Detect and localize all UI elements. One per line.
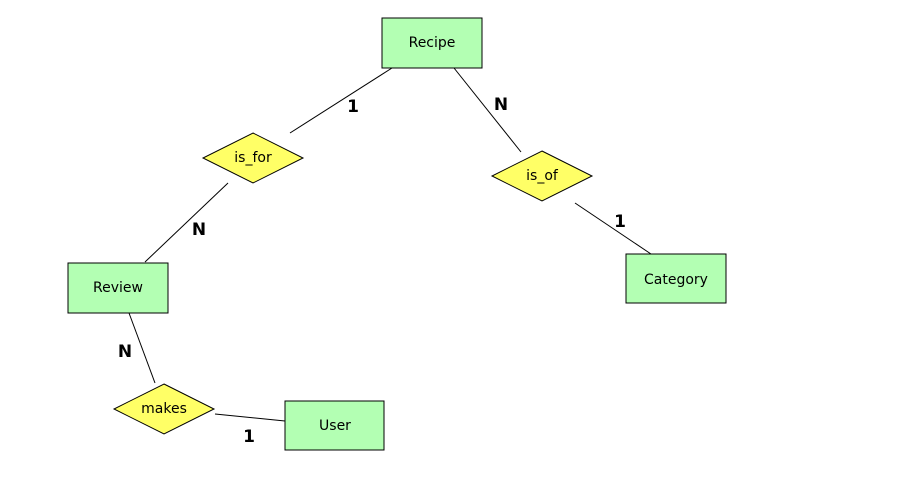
entity-review[interactable]: Review xyxy=(67,262,169,314)
entity-category-box xyxy=(625,253,727,304)
entity-user-box xyxy=(284,400,385,451)
entity-recipe-box xyxy=(381,17,483,69)
relationship-is-for-diamond xyxy=(201,132,305,184)
relationship-is-for[interactable]: is_for xyxy=(201,132,305,184)
entity-user[interactable]: User xyxy=(284,400,385,451)
entity-review-box xyxy=(67,262,169,314)
relationship-makes-diamond xyxy=(112,383,216,435)
cardinality-review-is-for: N xyxy=(192,220,206,240)
edge-is-of-category xyxy=(574,202,652,255)
cardinality-recipe-is-of: N xyxy=(494,95,508,115)
entity-recipe-label: Recipe xyxy=(409,35,456,51)
edge-makes-user xyxy=(214,413,286,422)
cardinality-user-makes: 1 xyxy=(243,427,255,447)
edge-is-for-review xyxy=(144,182,229,263)
entity-category[interactable]: Category xyxy=(625,253,727,304)
cardinality-review-makes: N xyxy=(118,342,132,362)
relationship-is-of-diamond xyxy=(490,150,594,202)
entity-user-label: User xyxy=(319,418,351,434)
relationship-is-of[interactable]: is_of xyxy=(490,150,594,202)
relationship-is-of-label: is_of xyxy=(526,168,559,184)
relationship-makes[interactable]: makes xyxy=(112,383,216,435)
cardinality-category-is-of: 1 xyxy=(614,212,626,232)
relationship-makes-label: makes xyxy=(141,401,187,417)
entity-category-label: Category xyxy=(644,272,708,288)
edge-recipe-is-for xyxy=(289,67,393,134)
cardinality-recipe-is-for: 1 xyxy=(347,97,359,117)
relationship-is-for-label: is_for xyxy=(234,150,272,166)
entity-recipe[interactable]: Recipe xyxy=(381,17,483,69)
edge-review-makes xyxy=(128,312,156,384)
entity-review-label: Review xyxy=(93,280,143,296)
edge-recipe-is-of xyxy=(453,67,522,153)
